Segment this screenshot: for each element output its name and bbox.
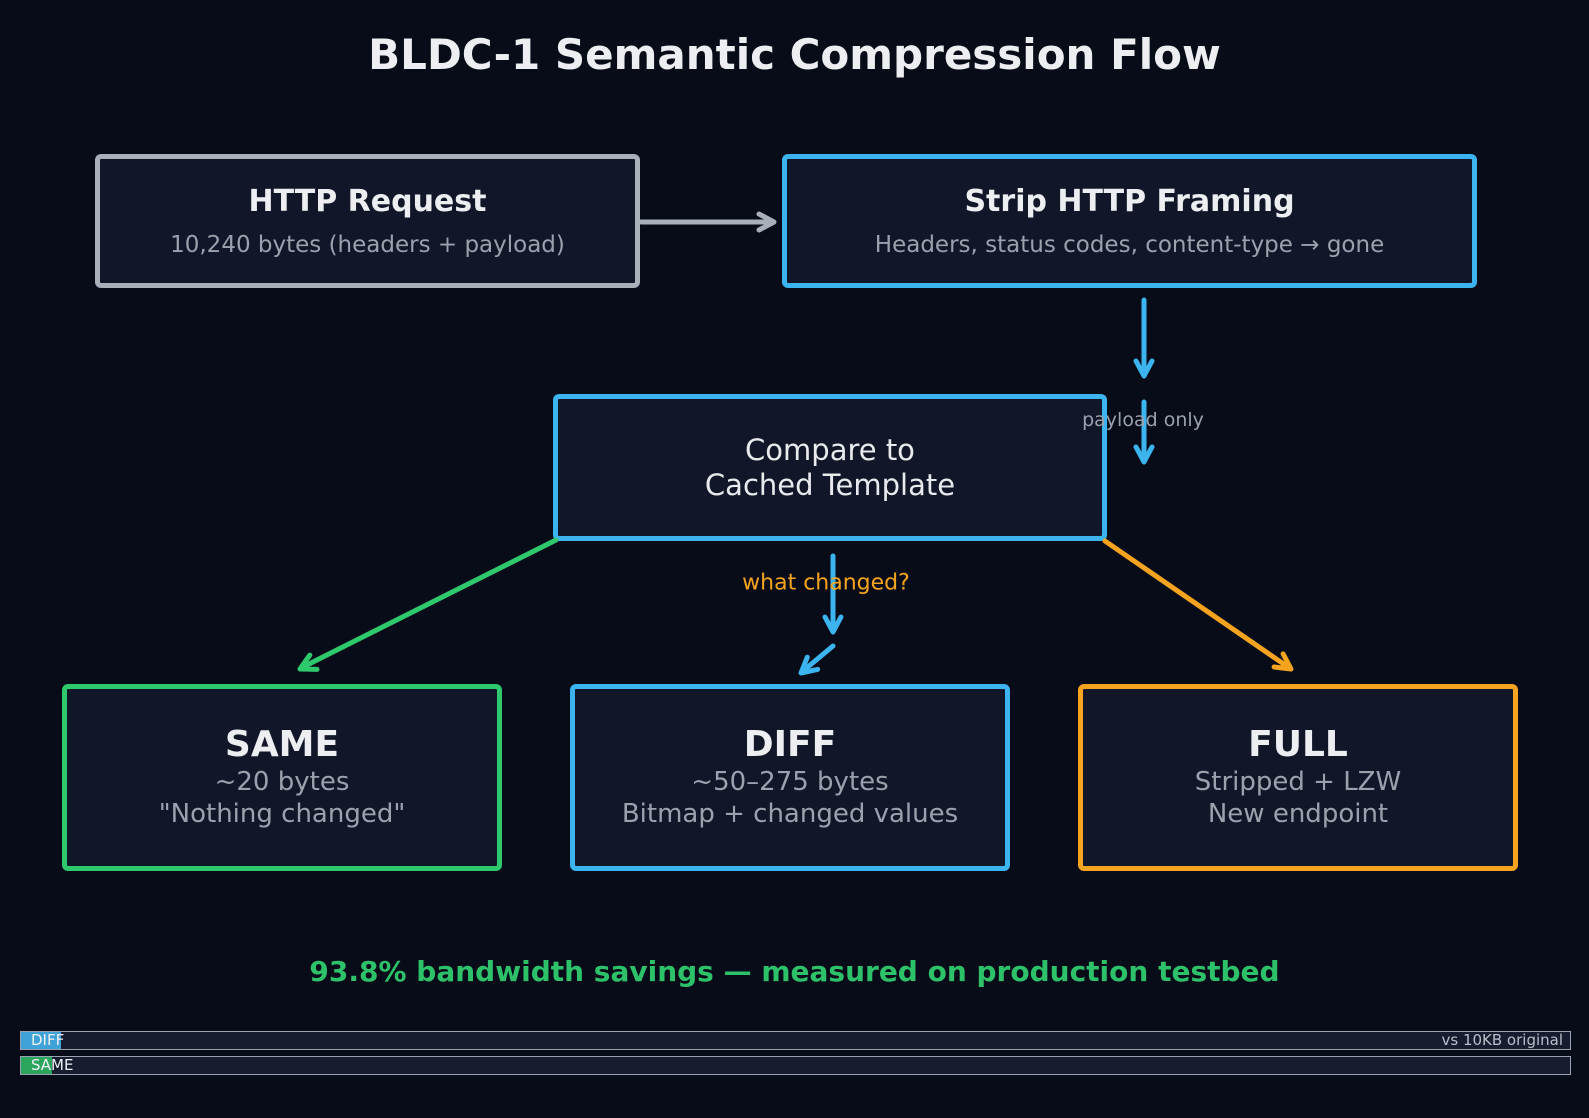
bar-diff-label: DIFF [31, 1031, 65, 1049]
arrow-strip-down-2-head [1133, 444, 1155, 465]
node-compare-to-cached-template: Compare to Cached Template [553, 394, 1107, 541]
node-diff-line2: Bitmap + changed values [621, 799, 959, 830]
node-compare-line1: Compare to [745, 432, 915, 467]
arrow-to-same-head [297, 652, 320, 672]
page-title: BLDC-1 Semantic Compression Flow [368, 30, 1221, 79]
arrow-to-diff-head [798, 654, 821, 676]
arrow-to-full [1102, 538, 1291, 670]
bar-diff-right-text: vs 10KB original [1441, 1031, 1563, 1049]
node-http-request-title: HTTP Request [248, 184, 487, 219]
arrow-to-full-head [1271, 651, 1294, 672]
node-diff-line1: ~50–275 bytes [691, 766, 889, 797]
bar-same: SAME [20, 1056, 1571, 1075]
bar-diff: DIFF vs 10KB original [20, 1031, 1571, 1050]
node-strip-http-framing: Strip HTTP Framing Headers, status codes… [782, 154, 1477, 288]
node-full-line2: New endpoint [1207, 799, 1389, 830]
edge-label-payload-only: payload only [1082, 409, 1204, 431]
node-full: FULL Stripped + LZW New endpoint [1078, 684, 1518, 871]
bandwidth-savings-note: 93.8% bandwidth savings — measured on pr… [309, 955, 1280, 988]
node-diff-title: DIFF [743, 724, 837, 766]
bar-diff-fill [21, 1032, 62, 1049]
node-strip-subtitle: Headers, status codes, content-type → go… [874, 232, 1385, 258]
node-same-title: SAME [224, 724, 340, 766]
bar-same-fill [21, 1057, 52, 1074]
node-http-request: HTTP Request 10,240 bytes (headers + pay… [95, 154, 640, 288]
arrow-compare-down-head [822, 614, 844, 635]
arrow-http-to-strip-head [756, 211, 777, 233]
node-compare-line2: Cached Template [704, 467, 956, 502]
edge-label-what-changed: what changed? [742, 570, 910, 596]
node-full-title: FULL [1248, 724, 1348, 766]
node-strip-title: Strip HTTP Framing [964, 184, 1295, 219]
node-same-line2: "Nothing changed" [158, 799, 406, 830]
node-same: SAME ~20 bytes "Nothing changed" [62, 684, 502, 871]
node-full-line1: Stripped + LZW [1194, 766, 1402, 797]
arrow-strip-down-1-head [1133, 358, 1155, 379]
arrow-to-same [300, 537, 559, 670]
node-http-request-subtitle: 10,240 bytes (headers + payload) [170, 232, 565, 258]
node-diff: DIFF ~50–275 bytes Bitmap + changed valu… [570, 684, 1010, 871]
node-same-line1: ~20 bytes [214, 766, 350, 797]
bar-same-label: SAME [31, 1056, 74, 1074]
arrow-to-diff [800, 643, 836, 674]
